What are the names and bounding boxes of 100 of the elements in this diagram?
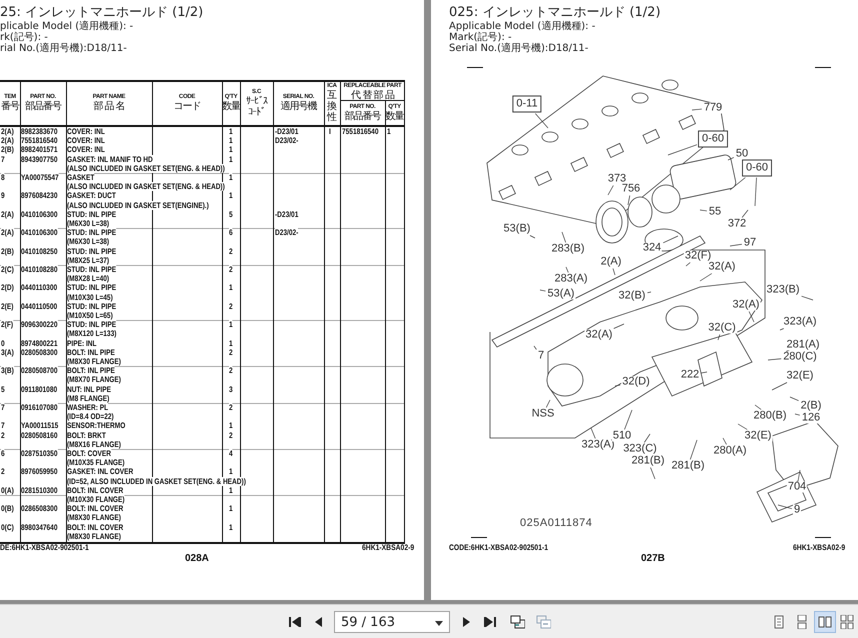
quantity: 2 bbox=[229, 348, 233, 357]
part-name: STUD: INL PIPE bbox=[67, 228, 116, 238]
column-header: 代 替 部 品 bbox=[351, 90, 394, 100]
part-name: BOLT: INL COVER bbox=[67, 522, 124, 532]
leader-line bbox=[562, 232, 566, 243]
column-header: ｺｰﾄﾞ bbox=[248, 106, 265, 118]
reference-callout: 0-11 bbox=[512, 96, 542, 112]
catalog-info: rk(記号): - bbox=[0, 32, 48, 43]
callout-number: 9 bbox=[792, 504, 802, 516]
leader-line bbox=[644, 434, 650, 443]
leader-line bbox=[728, 157, 734, 160]
quantity: 1 bbox=[229, 421, 233, 430]
part-name: STUD: INL PIPE bbox=[67, 320, 116, 330]
item-number: 2(B) bbox=[1, 145, 14, 154]
item-number: 0(B) bbox=[1, 504, 14, 514]
quantity: 2 bbox=[229, 265, 233, 274]
item-number: 2(D) bbox=[1, 283, 14, 292]
item-number: 0 bbox=[1, 338, 5, 348]
part-note: (ALSO INCLUDED IN GASKET SET(ENG. & HEAD)) bbox=[67, 164, 225, 173]
part-number: 0440110500 bbox=[21, 302, 58, 311]
reference-callout: 0-60 bbox=[698, 130, 728, 148]
callout-number: 32(E) bbox=[786, 370, 814, 382]
leader-line bbox=[628, 195, 630, 206]
leader-line bbox=[692, 108, 702, 110]
leader-line bbox=[754, 404, 762, 410]
item-number: 7 bbox=[1, 421, 5, 430]
catalog-code: CODE:6HK1-XBSA02-902501-1 bbox=[449, 543, 548, 552]
part-note: (ALSO INCLUDED IN GASKET SET(ENGINE).) bbox=[67, 200, 209, 210]
callout-number: 32(A) bbox=[708, 262, 736, 272]
item-number: 2(A) bbox=[1, 228, 14, 238]
part-number: 8980347640 bbox=[21, 522, 58, 532]
leader-line bbox=[650, 467, 656, 480]
quantity: 2 bbox=[229, 246, 233, 256]
callout-number: 323(A) bbox=[782, 316, 818, 328]
callout-number: 510 bbox=[612, 430, 632, 442]
quantity: 3 bbox=[229, 384, 233, 394]
part-number: 0287510350 bbox=[21, 449, 58, 458]
part-name: BOLT: INL PIPE bbox=[67, 366, 115, 376]
item-number: 2 bbox=[1, 467, 5, 476]
part-name: STUD: INL PIPE bbox=[67, 246, 116, 256]
part-number: 8976059950 bbox=[21, 467, 58, 476]
leader-line bbox=[742, 210, 748, 218]
callout-number: 280(B) bbox=[752, 410, 788, 422]
quantity: 1 bbox=[229, 522, 233, 532]
part-note: (M8X30 FLANGE) bbox=[67, 513, 121, 522]
quantity: 1 bbox=[229, 283, 233, 292]
leader-line bbox=[730, 244, 742, 246]
leader-line bbox=[612, 268, 616, 276]
serial-number: -D23/01 bbox=[275, 210, 298, 219]
callout-number: 281(A) bbox=[785, 340, 821, 350]
part-number: 0410108250 bbox=[21, 246, 58, 256]
leader-line bbox=[613, 324, 624, 329]
item-number: 0(C) bbox=[1, 522, 14, 532]
serial-number: D23/02- bbox=[275, 136, 298, 146]
item-number: 3(B) bbox=[1, 366, 14, 376]
quantity: 2 bbox=[229, 366, 233, 376]
leader-line bbox=[754, 177, 757, 206]
part-name: COVER: INL bbox=[67, 145, 105, 154]
callout-number: NSS bbox=[530, 408, 556, 420]
callout-number: 32(B) bbox=[618, 290, 646, 302]
column-header: 適用号機 bbox=[280, 101, 316, 112]
callout-number: 53(A) bbox=[546, 288, 576, 300]
callout-number: 323(A) bbox=[580, 440, 616, 450]
part-number: 0916107080 bbox=[21, 403, 58, 412]
quantity: 1 bbox=[229, 127, 233, 136]
callout-number: 281(B) bbox=[630, 456, 666, 466]
part-name: SENSOR:THERMO bbox=[67, 421, 126, 430]
item-number: 0(A) bbox=[1, 486, 14, 495]
callout-number: 323(B) bbox=[765, 284, 801, 296]
callout-number: 7 bbox=[536, 350, 546, 362]
part-number: 9096300220 bbox=[21, 320, 58, 330]
catalog-code: DE:6HK1-XBSA02-902501-1 bbox=[0, 543, 89, 552]
part-number: 0280508160 bbox=[21, 430, 58, 440]
column-header: 数量 bbox=[222, 101, 240, 112]
part-name: BOLT: COVER bbox=[67, 449, 111, 458]
leader-line bbox=[738, 424, 748, 430]
quantity: 1 bbox=[229, 486, 233, 495]
column-header: 数量 bbox=[386, 111, 404, 122]
part-name: WASHER: PL bbox=[67, 403, 108, 412]
leader-line bbox=[534, 346, 537, 350]
column-header: コード bbox=[174, 101, 200, 112]
item-number: 2(B) bbox=[1, 246, 14, 256]
part-number: 0410106300 bbox=[21, 228, 58, 238]
part-number: 8943907750 bbox=[21, 154, 58, 164]
part-note: (M10X50 L=65) bbox=[67, 311, 113, 320]
leader-line bbox=[662, 236, 678, 244]
leader-line bbox=[778, 504, 792, 510]
quantity: 1 bbox=[229, 504, 233, 514]
leader-line bbox=[790, 396, 799, 402]
part-name: BOLT: INL PIPE bbox=[67, 348, 115, 357]
part-number: YA00075547 bbox=[21, 173, 59, 182]
quantity: 1 bbox=[229, 136, 233, 146]
quantity: 1 bbox=[229, 173, 233, 182]
part-number: 0280508700 bbox=[21, 366, 58, 376]
leader-line bbox=[686, 262, 691, 266]
item-number: 7 bbox=[1, 403, 5, 412]
item-number: 2 bbox=[1, 430, 5, 440]
callout-number: 281(B) bbox=[670, 460, 706, 472]
catalog-code: 6HK1-XBSA02-9 bbox=[793, 543, 846, 552]
leader-line bbox=[566, 266, 569, 273]
